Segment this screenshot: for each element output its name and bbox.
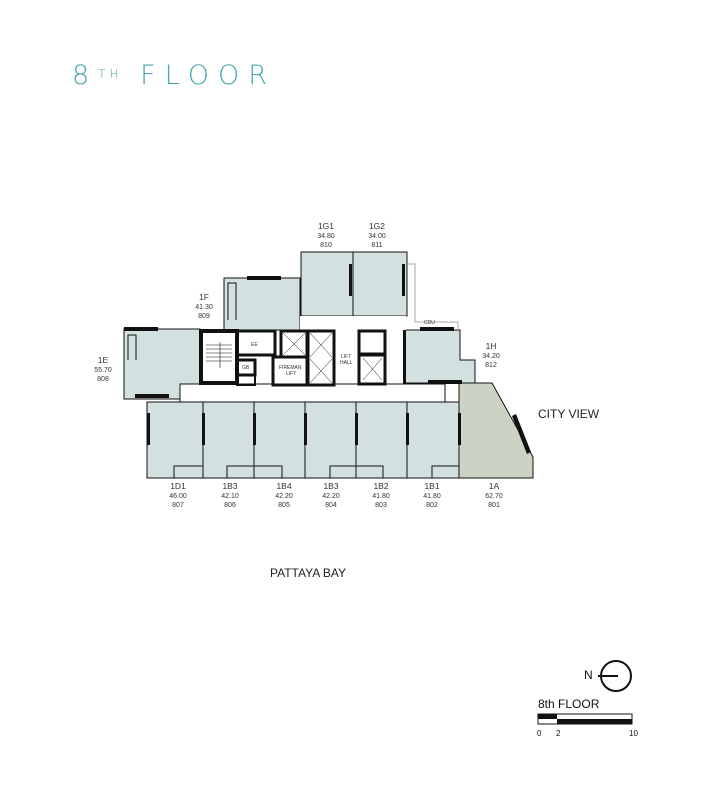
stair-east: [357, 329, 387, 356]
page-title: 8TH FLOOR: [72, 60, 276, 92]
lift-crosses: [282, 332, 383, 384]
cdu-area: [407, 263, 459, 330]
label-cdu: CDU: [424, 320, 435, 326]
title-suffix: TH: [98, 67, 123, 81]
unit-1b4-shape[interactable]: [253, 401, 306, 479]
pattaya-bay-label: PATTAYA BAY: [270, 566, 347, 580]
room-ee: [235, 329, 277, 357]
window-bars: [124, 264, 531, 454]
legend-floor-label: 8th FLOOR: [538, 697, 600, 711]
label-ee: EE: [251, 342, 258, 348]
title-number: 8: [72, 60, 99, 91]
lift-east: [357, 353, 387, 386]
scale-tick-10: 10: [629, 729, 638, 738]
unit-1b3-804-shape[interactable]: [304, 401, 357, 479]
unit-1b2-shape[interactable]: [355, 401, 408, 479]
label-fireman: FIREMAN: [279, 365, 302, 371]
unit-1g2-shape[interactable]: [352, 251, 408, 317]
corridor: [179, 383, 446, 403]
stair-treads: [206, 342, 232, 368]
north-label: N: [584, 668, 593, 682]
balconies: [127, 282, 459, 478]
label-hall: HALL: [340, 360, 353, 366]
lift-shafts: [306, 329, 336, 387]
core: [199, 329, 387, 387]
scale-bar: [537, 713, 633, 725]
unit-1f-shape[interactable]: [223, 277, 301, 331]
scale-tick-0: 0: [537, 729, 542, 738]
unit-1b1-shape[interactable]: [406, 401, 460, 479]
scale-tick-2: 2: [556, 729, 561, 738]
unit-1d1-shape[interactable]: [146, 401, 204, 479]
label-fireman-lift: LIFT: [286, 371, 296, 377]
stair-west: [199, 329, 239, 385]
title-word: FLOOR: [140, 60, 277, 91]
corridor-upper: [300, 316, 406, 330]
unit-1g1-shape[interactable]: [300, 251, 354, 317]
label-lift: LIFT: [341, 354, 351, 360]
label-gb: GB: [242, 365, 250, 371]
shaft-west: [236, 374, 256, 386]
unit-1b3-806-shape[interactable]: [202, 401, 255, 479]
city-view-label: CITY VIEW: [538, 407, 600, 421]
